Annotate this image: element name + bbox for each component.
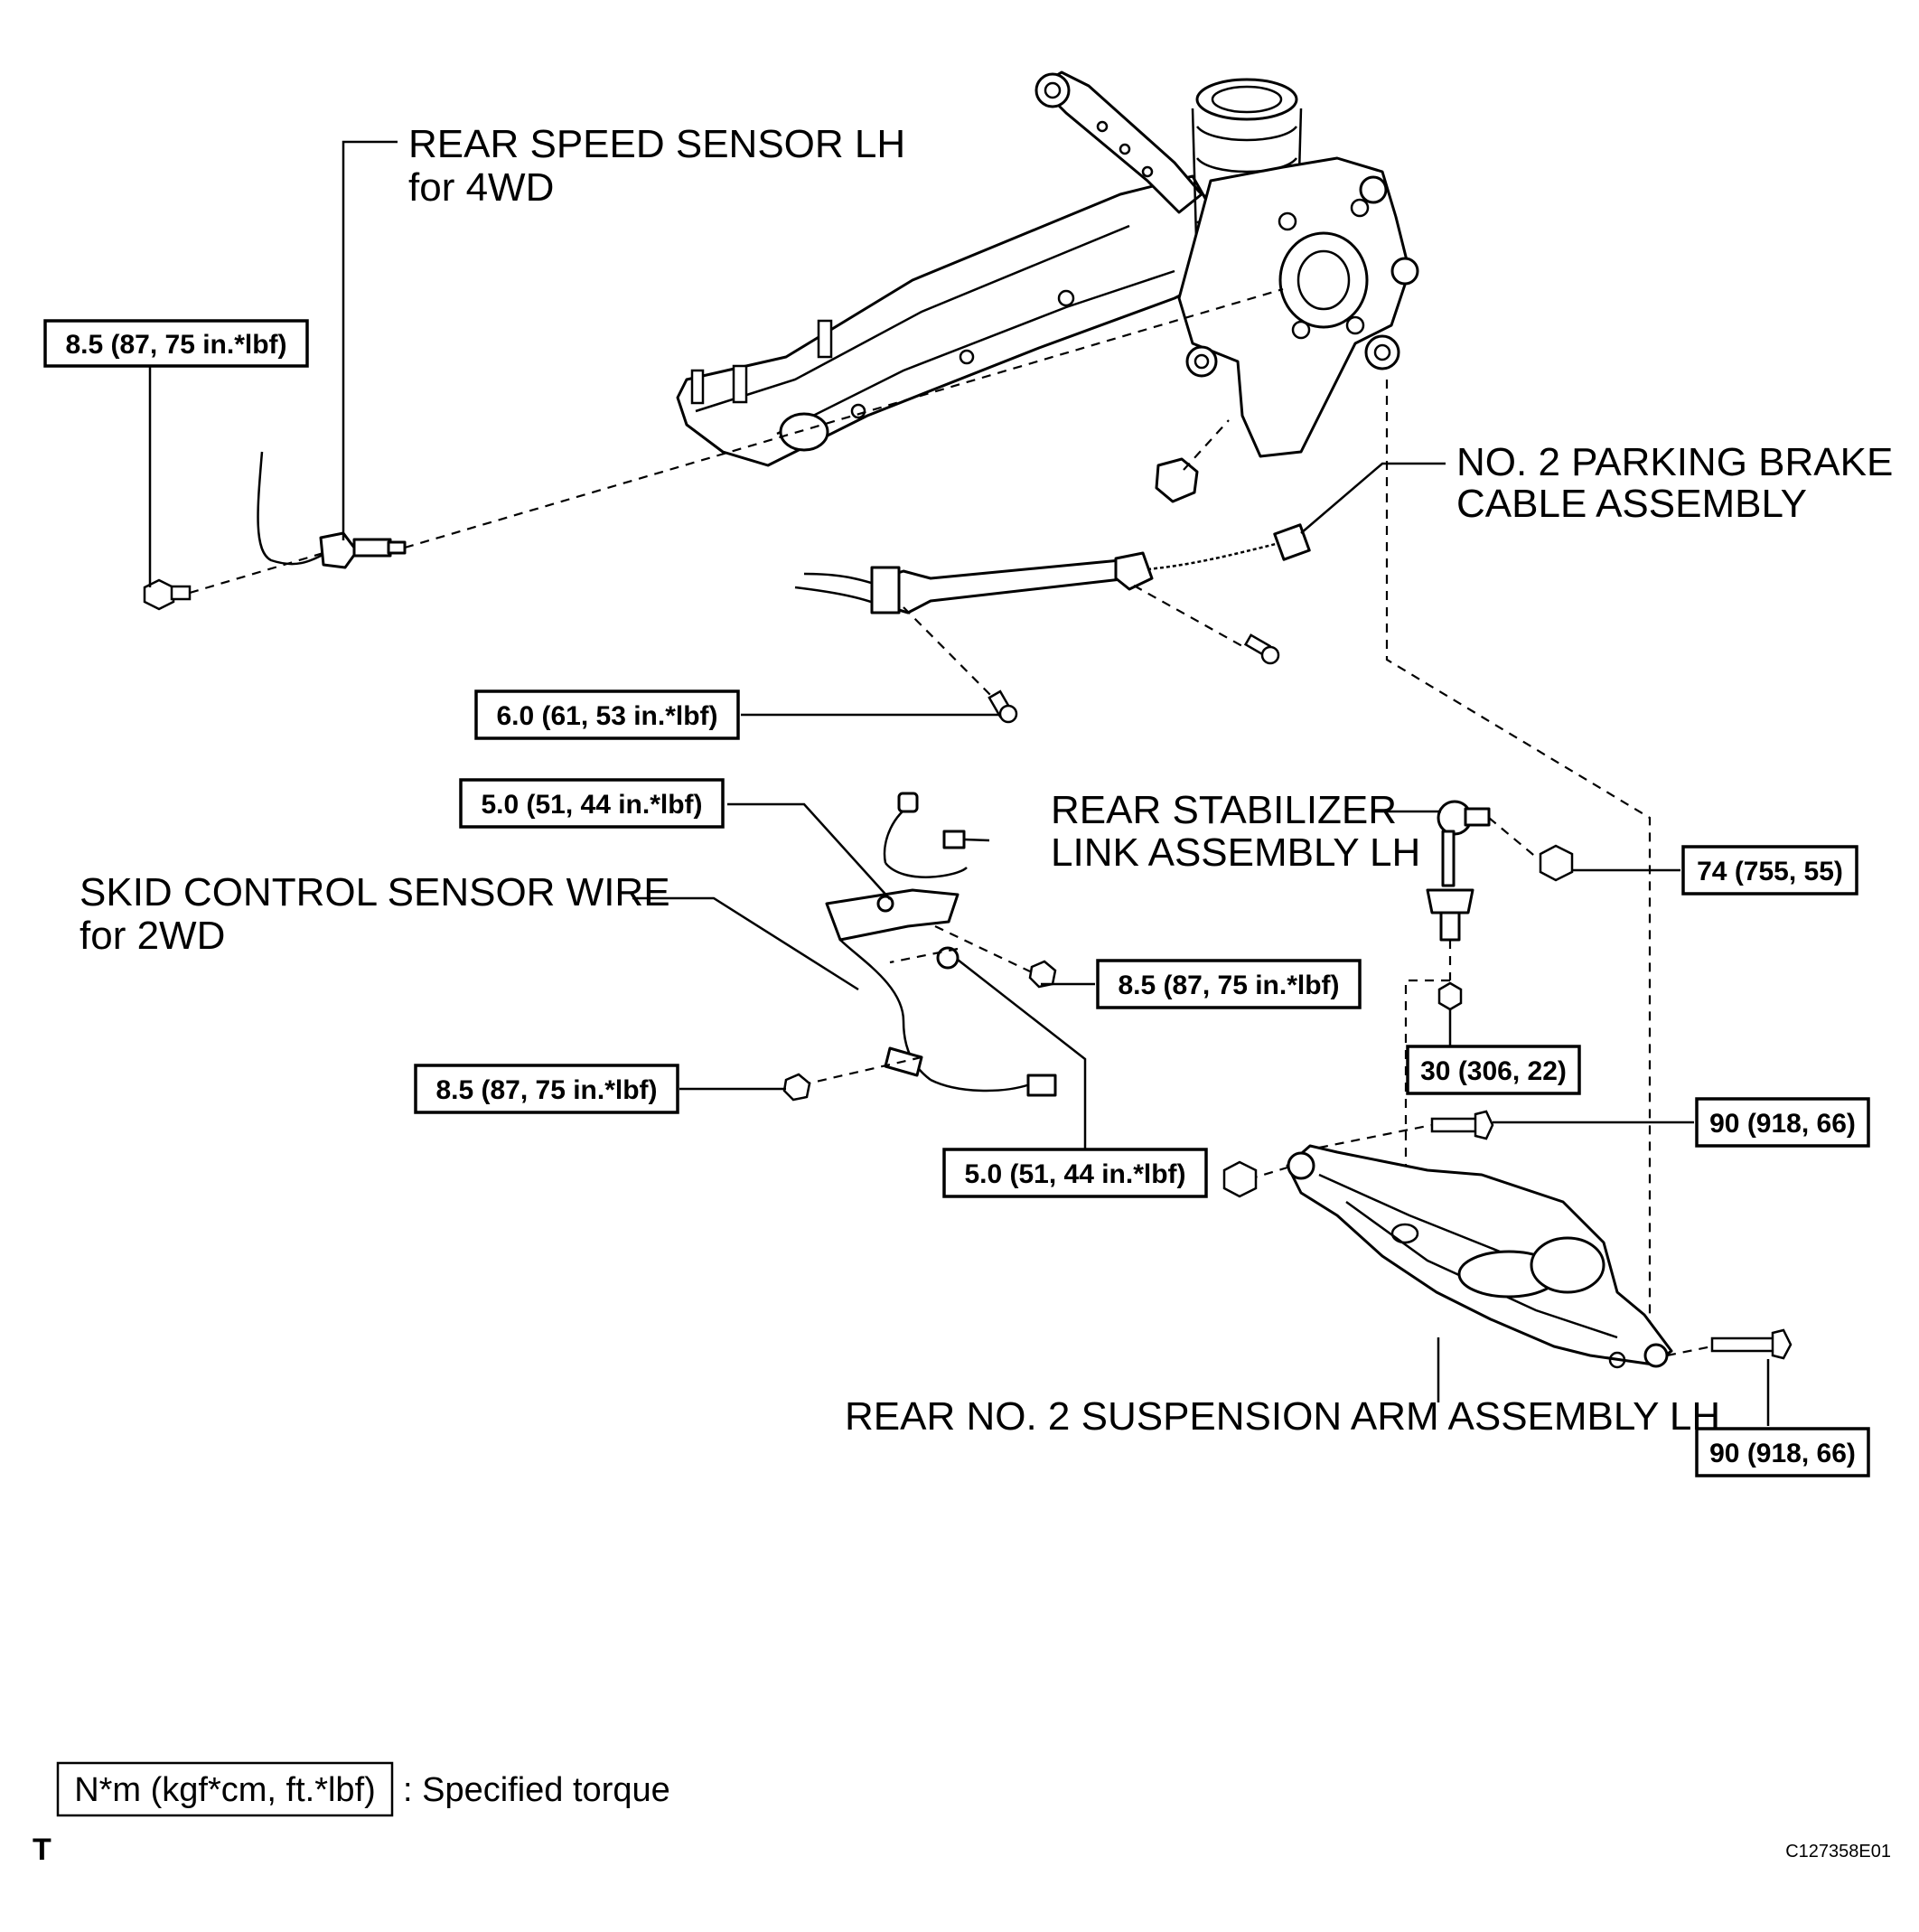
nut-icon (1222, 1160, 1258, 1198)
suspension-arm-label: REAR NO. 2 SUSPENSION ARM ASSEMBLY LH (845, 1394, 1720, 1439)
torque-speed-sensor: 8.5 (87, 75 in.*lbf) (43, 319, 309, 368)
rear-stabilizer-link (1404, 800, 1574, 1240)
torque-value: 90 (918, 66) (1709, 1439, 1856, 1468)
rear-axle-carrier-assembly (676, 70, 1419, 503)
rear-speed-sensor-label: REAR SPEED SENSOR LH (408, 122, 905, 166)
stabilizer-label: REAR STABILIZER (1051, 788, 1397, 832)
rear-speed-sensor-sublabel: for 4WD (408, 165, 554, 210)
legend-description: : Specified torque (403, 1771, 670, 1809)
figure-code: C127358E01 (1785, 1842, 1891, 1862)
torque-cable-bracket: 6.0 (61, 53 in.*lbf) (474, 689, 740, 740)
legend-unit: N*m (kgf*cm, ft.*lbf) (74, 1771, 376, 1809)
bolt-icon (1430, 1110, 1494, 1140)
leader-lines (148, 140, 1770, 1426)
torque-arm-bolt-upper: 90 (918, 66) (1695, 1097, 1870, 1148)
torque-value: 6.0 (61, 53 in.*lbf) (496, 701, 717, 731)
torque-value: 30 (306, 22) (1420, 1056, 1567, 1086)
rear-speed-sensor-lh (143, 287, 1284, 611)
torque-stabilizer-upper: 74 (755, 55) (1681, 845, 1858, 896)
nut-icon (1539, 844, 1574, 882)
bolt-icon (1243, 633, 1280, 665)
torque-sensor-clamp-lower: 5.0 (51, 44 in.*lbf) (942, 1148, 1208, 1198)
skid-sensor-sublabel: for 2WD (80, 914, 225, 958)
torque-value: 8.5 (87, 75 in.*lbf) (65, 330, 286, 360)
bolt-icon (782, 1073, 811, 1102)
rear-no2-suspension-arm (1222, 1110, 1793, 1369)
torque-value: 5.0 (51, 44 in.*lbf) (964, 1159, 1185, 1189)
bolt-icon (143, 578, 192, 611)
torque-value: 8.5 (87, 75 in.*lbf) (435, 1075, 657, 1105)
stabilizer-sublabel: LINK ASSEMBLY LH (1051, 830, 1420, 875)
torque-value: 8.5 (87, 75 in.*lbf) (1118, 971, 1339, 1000)
torque-sensor-clamp-upper: 5.0 (51, 44 in.*lbf) (459, 778, 725, 829)
torque-stabilizer-lower: 30 (306, 22) (1406, 1045, 1581, 1095)
torque-value: 5.0 (51, 44 in.*lbf) (481, 790, 702, 820)
torque-value: 74 (755, 55) (1697, 857, 1843, 886)
corner-mark: T (33, 1833, 51, 1867)
torque-sensor-bolt-low: 8.5 (87, 75 in.*lbf) (414, 1064, 679, 1114)
skid-sensor-label: SKID CONTROL SENSOR WIRE (80, 870, 670, 914)
parking-brake-cable (794, 380, 1652, 1355)
nut-icon (1437, 981, 1463, 1011)
torque-arm-bolt-lower: 90 (918, 66) (1695, 1427, 1870, 1477)
skid-control-sensor-wire (782, 792, 1057, 1102)
bolt-icon (988, 689, 1018, 724)
parking-brake-sublabel: CABLE ASSEMBLY (1456, 482, 1807, 526)
torque-value: 90 (918, 66) (1709, 1109, 1856, 1139)
parking-brake-label: NO. 2 PARKING BRAKE (1456, 440, 1893, 484)
bolt-icon (1710, 1328, 1793, 1360)
torque-legend: N*m (kgf*cm, ft.*lbf) : Specified torque (56, 1761, 670, 1817)
torque-sensor-bolt-mid: 8.5 (87, 75 in.*lbf) (1096, 959, 1362, 1009)
